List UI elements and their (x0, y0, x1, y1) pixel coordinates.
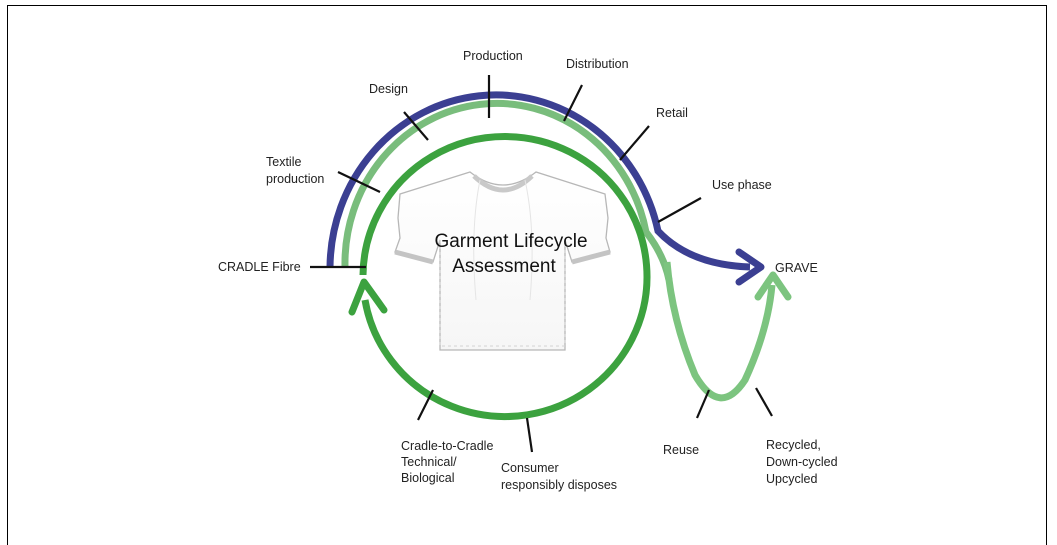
reuse-recycle-path (663, 261, 776, 402)
outer-lifecycle-arc (326, 91, 751, 271)
label-grave: GRAVE (775, 261, 818, 275)
center-title-line1: Garment Lifecycle (434, 231, 587, 252)
label-production: Production (463, 49, 523, 63)
label-design: Design (369, 82, 408, 96)
label-cradle-fibre: CRADLE Fibre (218, 260, 301, 274)
label-recycled-line2: Down-cycled (766, 455, 838, 469)
circle-arrow-head (348, 278, 388, 316)
label-textile-line1: Textile (266, 155, 301, 169)
middle-lifecycle-arc (341, 99, 673, 281)
stage-ticks (310, 75, 773, 453)
label-retail: Retail (656, 106, 688, 120)
label-recycled-line1: Recycled, (766, 438, 821, 452)
arrow-right-icon (735, 248, 765, 286)
label-use-phase: Use phase (712, 178, 772, 192)
label-c2c-line2: Technical/ (401, 455, 457, 469)
label-distribution: Distribution (566, 57, 629, 71)
t-shirt-icon (394, 171, 611, 351)
label-consumer-line2: responsibly disposes (501, 478, 617, 492)
inner-lifecycle-circle (359, 133, 651, 421)
label-textile-line2: production (266, 172, 324, 186)
label-c2c-line3: Biological (401, 471, 455, 485)
label-reuse: Reuse (663, 443, 699, 457)
label-consumer-line1: Consumer (501, 461, 559, 475)
arrow-up-icon (754, 271, 792, 301)
center-title-line2: Assessment (452, 256, 556, 277)
label-c2c-line1: Cradle-to-Cradle (401, 439, 493, 453)
label-recycled-line3: Upcycled (766, 472, 817, 486)
